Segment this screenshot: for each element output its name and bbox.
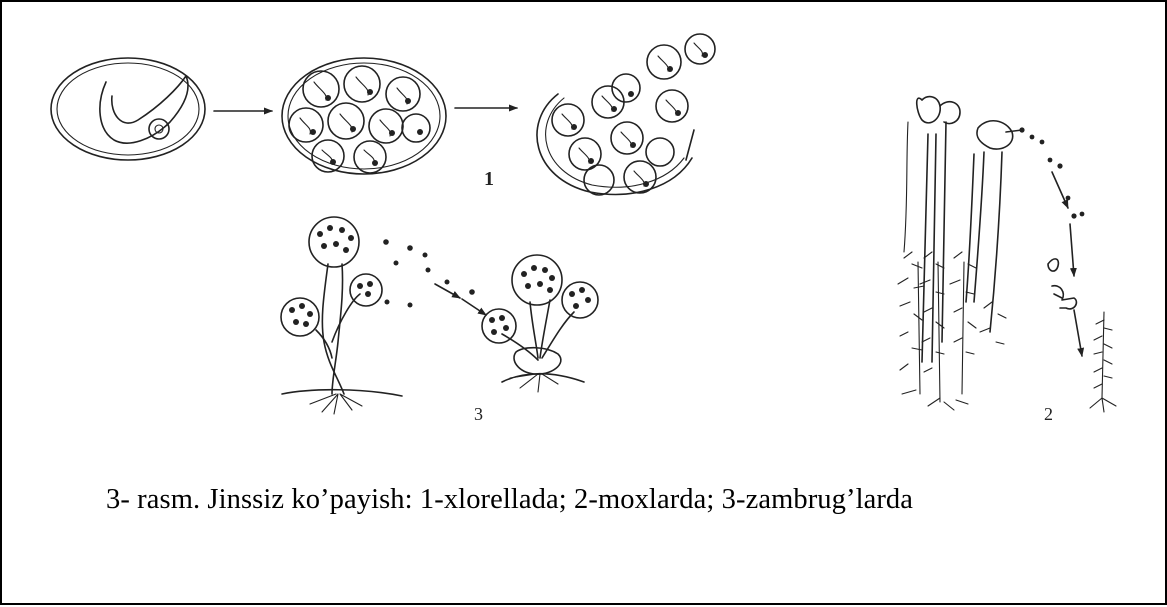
fungi-spores	[383, 239, 475, 308]
moss-sporophytes	[903, 95, 1023, 363]
fungi-new-mycelium	[481, 254, 599, 393]
fungi-arrow-2	[461, 298, 487, 316]
chlorella-dividing-cell	[281, 57, 447, 175]
chlorella-released-spores	[536, 33, 716, 196]
moss-gametophytes	[897, 251, 1007, 411]
moss-diagram: 2	[897, 95, 1117, 424]
moss-protonema	[1047, 258, 1078, 310]
figure-caption: 3- rasm. Jinssiz ko’payish: 1-xlorellada…	[106, 484, 914, 515]
label-1: 1	[484, 168, 494, 190]
moss-arrow-3	[1073, 309, 1085, 357]
fungi-arrow-1	[434, 283, 461, 299]
moss-spores	[1019, 127, 1085, 219]
label-3: 3	[474, 404, 483, 424]
chlorella-diagram: 1	[50, 33, 716, 196]
moss-arrow-2	[1069, 223, 1077, 277]
moss-young-plant	[1089, 311, 1117, 413]
chlorella-single-cell	[50, 57, 206, 161]
fungi-diagram: 3	[280, 216, 599, 424]
label-2: 2	[1044, 404, 1053, 424]
fungi-parent-mycelium	[280, 216, 403, 415]
moss-arrow-1	[1051, 171, 1069, 209]
